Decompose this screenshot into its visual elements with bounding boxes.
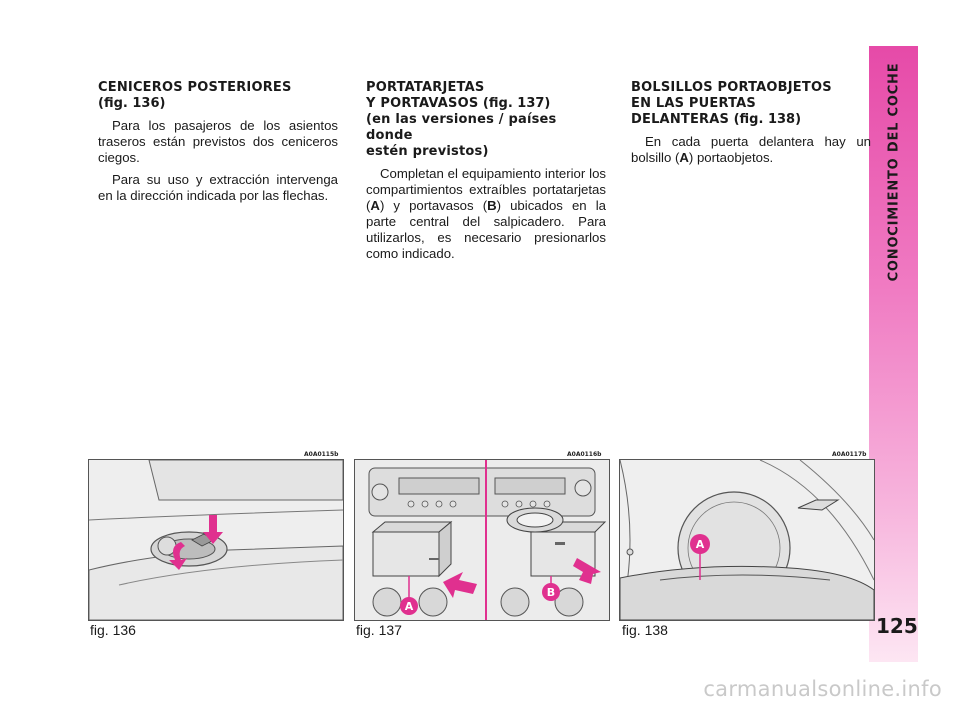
heading-fig-ref: (fig. 137) <box>478 96 551 111</box>
watermark: carmanualsonline.info <box>703 677 942 701</box>
heading-line: PORTATARJETAS <box>366 80 485 95</box>
ashtray-drawing <box>89 460 343 620</box>
heading-portatarjetas: PORTATARJETAS Y PORTAVASOS (fig. 137) (e… <box>366 80 606 160</box>
paragraph: Completan el equipamiento interior los c… <box>366 166 606 262</box>
push-arrow-icon <box>573 558 601 584</box>
heading-fig-ref: (fig. 138) <box>729 112 802 127</box>
heading-fig-ref: (fig. 136) <box>98 96 166 111</box>
section-title: CONOCIMIENTO DEL COCHE <box>869 46 918 306</box>
figure-code: A0A0117b <box>832 451 867 458</box>
figure-caption: fig. 137 <box>356 622 402 638</box>
heading-ceniceros: CENICEROS POSTERIORES (fig. 136) <box>98 80 338 112</box>
heading-bolsillos: BOLSILLOS PORTAOBJETOS EN LAS PUERTAS DE… <box>631 80 871 128</box>
paragraph: Para los pasajeros de los asientos trase… <box>98 118 338 165</box>
figure-138-illustration: A <box>619 459 875 621</box>
text-run: ) ubicados en la parte central del salpi… <box>366 198 606 261</box>
heading-line: estén previstos) <box>366 144 489 159</box>
paragraph: Para su uso y extracción intervenga en l… <box>98 172 338 203</box>
text-run: ) y portavasos ( <box>379 198 488 213</box>
dashboard-drawing: A B <box>355 460 609 620</box>
paragraph: En cada puerta delantera hay un bolsillo… <box>631 134 871 166</box>
heading-line: Y PORTAVASOS <box>366 96 479 111</box>
heading-line: DELANTERAS <box>631 112 730 127</box>
figure-caption: fig. 136 <box>90 622 136 638</box>
heading-line: CENICEROS POSTERIORES <box>98 80 292 95</box>
label-a: A <box>696 538 705 551</box>
column-bolsillos: BOLSILLOS PORTAOBJETOS EN LAS PUERTAS DE… <box>631 80 871 172</box>
push-arrow-icon <box>443 572 477 598</box>
text-run: Completan el equipamiento interior los c… <box>366 166 606 213</box>
heading-line: BOLSILLOS PORTAOBJETOS <box>631 80 832 95</box>
push-arrow-icon <box>203 515 223 544</box>
section-sidebar: CONOCIMIENTO DEL COCHE <box>869 46 918 662</box>
figure-136-illustration <box>88 459 344 621</box>
heading-line: EN LAS PUERTAS <box>631 96 756 111</box>
page-number: 125 <box>876 614 918 638</box>
pull-arrow-icon <box>169 542 187 570</box>
figure-code: A0A0116b <box>567 451 602 458</box>
figure-caption: fig. 138 <box>622 622 668 638</box>
column-ceniceros: CENICEROS POSTERIORES (fig. 136) Para lo… <box>98 80 338 210</box>
text-run: ) portaobjetos. <box>688 150 774 165</box>
door-drawing: A <box>620 460 874 620</box>
figure-code: A0A0115b <box>304 451 339 458</box>
label-b: B <box>547 586 555 599</box>
label-a: A <box>405 600 414 613</box>
section-title-text: CONOCIMIENTO DEL COCHE <box>886 62 901 282</box>
label-ref: B <box>487 198 497 213</box>
figure-137-illustration: A B <box>354 459 610 621</box>
text-run: En cada puerta delantera hay un bolsillo… <box>631 134 871 165</box>
label-ref: A <box>370 198 380 213</box>
label-ref: A <box>679 150 689 165</box>
column-portatarjetas: PORTATARJETAS Y PORTAVASOS (fig. 137) (e… <box>366 80 606 268</box>
heading-line: (en las versiones / países donde <box>366 112 557 143</box>
